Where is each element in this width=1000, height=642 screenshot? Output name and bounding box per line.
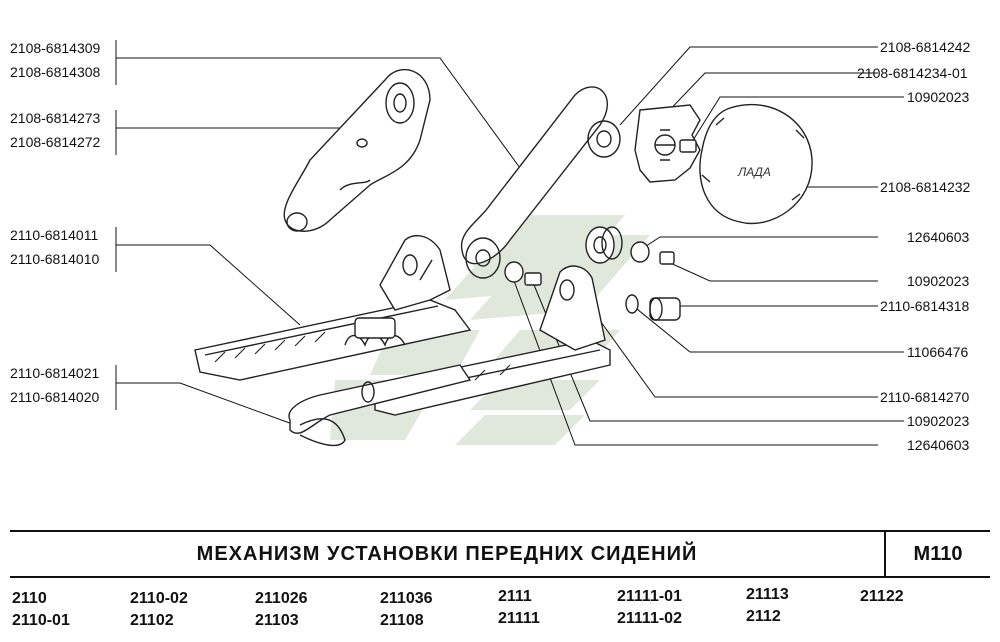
leader-10902023-b: [667, 261, 878, 282]
part-label-2110-6814318: 2110-6814318: [880, 298, 969, 314]
parts-drawing: ЛАДА: [194, 69, 813, 447]
cap-logo: ЛАДА: [737, 165, 771, 179]
page-code: M110: [913, 543, 963, 565]
leader-2110-6814270: [577, 289, 878, 398]
part-label-2108-6814234-01: 2108-6814234-01: [857, 65, 968, 81]
cover-plate: [283, 69, 431, 232]
bracket-right: [539, 265, 606, 351]
leader-12640603-b: [509, 269, 878, 446]
part-label-2108-6814308: 2108-6814308: [10, 64, 101, 80]
part-label-2110-6814010: 2110-6814010: [10, 251, 99, 267]
leader-2108-6814242: [619, 46, 878, 126]
model-21111: 21111: [498, 610, 540, 627]
leader-11066476: [631, 304, 904, 353]
leader-2110-6814318: [671, 305, 878, 311]
release-handle: [288, 364, 472, 447]
model-21113: 21113: [746, 586, 789, 603]
retaining-ring: [625, 294, 639, 314]
bracket-left: [379, 234, 451, 311]
model-21103: 21103: [255, 612, 299, 629]
part-label-12640603-b: 12640603: [907, 437, 970, 453]
part-label-10902023-c: 10902023: [907, 413, 970, 429]
part-label-2108-6814309: 2108-6814309: [10, 40, 101, 56]
leader-lines: [116, 46, 904, 446]
part-label-12640603-a: 12640603: [907, 229, 970, 245]
page-title: МЕХАНИЗМ УСТАНОВКИ ПЕРЕДНИХ СИДЕНИЙ: [196, 543, 698, 565]
pin-bushing: [649, 297, 681, 321]
part-label-10902023-b: 10902023: [907, 273, 970, 289]
part-label-2108-6814232: 2108-6814232: [880, 179, 971, 195]
part-label-2108-6814272: 2108-6814272: [10, 134, 101, 150]
part-label-2108-6814273: 2108-6814273: [10, 110, 101, 126]
bolt-small: [679, 139, 697, 153]
part-label-11066476: 11066476: [907, 344, 968, 360]
screw-a: [659, 251, 675, 265]
title-bar: МЕХАНИЗМ УСТАНОВКИ ПЕРЕДНИХ СИДЕНИЙ M110: [10, 530, 990, 578]
part-label-2110-6814011: 2110-6814011: [10, 227, 98, 243]
part-label-10902023-a: 10902023: [907, 89, 970, 105]
bushing: [585, 226, 623, 264]
leader-2108-6814309: [116, 57, 521, 169]
part-label-2108-6814242: 2108-6814242: [880, 39, 971, 55]
lock-spring: [344, 317, 406, 347]
model-2110-02: 2110-02: [130, 590, 188, 607]
exploded-diagram: ЛАДА: [10, 39, 971, 453]
washer-a: [630, 241, 650, 263]
part-label-2110-6814021: 2110-6814021: [10, 365, 99, 381]
screw-b: [524, 272, 542, 286]
leader-12640603-a: [639, 236, 878, 251]
model-211036: 211036: [380, 590, 433, 607]
title-divider: [884, 532, 886, 576]
leader-2110-6814021: [116, 382, 296, 426]
sector-gear: [634, 104, 701, 183]
model-21122: 21122: [860, 588, 904, 605]
model-211026: 211026: [255, 590, 308, 607]
leader-2110-6814011: [116, 244, 301, 326]
part-label-2110-6814270: 2110-6814270: [880, 389, 969, 405]
leader-10902023-a: [689, 96, 904, 146]
model-2111: 2111: [498, 588, 532, 605]
leader-2108-6814234: [659, 72, 878, 121]
swing-arm: [460, 86, 621, 279]
model-21108: 21108: [380, 612, 424, 629]
leader-2108-6814273: [116, 127, 366, 141]
model-2110: 2110: [12, 590, 47, 607]
hand-wheel-cap: ЛАДА: [699, 103, 813, 225]
part-labels: 2108-6814309 2108-6814308 2108-6814273 2…: [10, 39, 971, 453]
model-2112: 2112: [746, 608, 781, 625]
part-label-2110-6814020: 2110-6814020: [10, 389, 99, 405]
model-2110-01: 2110-01: [12, 612, 70, 629]
model-21102: 21102: [130, 612, 174, 629]
model-21111-02: 21111-02: [617, 610, 682, 627]
model-21111-01: 21111-01: [617, 588, 682, 605]
washer-b: [504, 261, 524, 283]
